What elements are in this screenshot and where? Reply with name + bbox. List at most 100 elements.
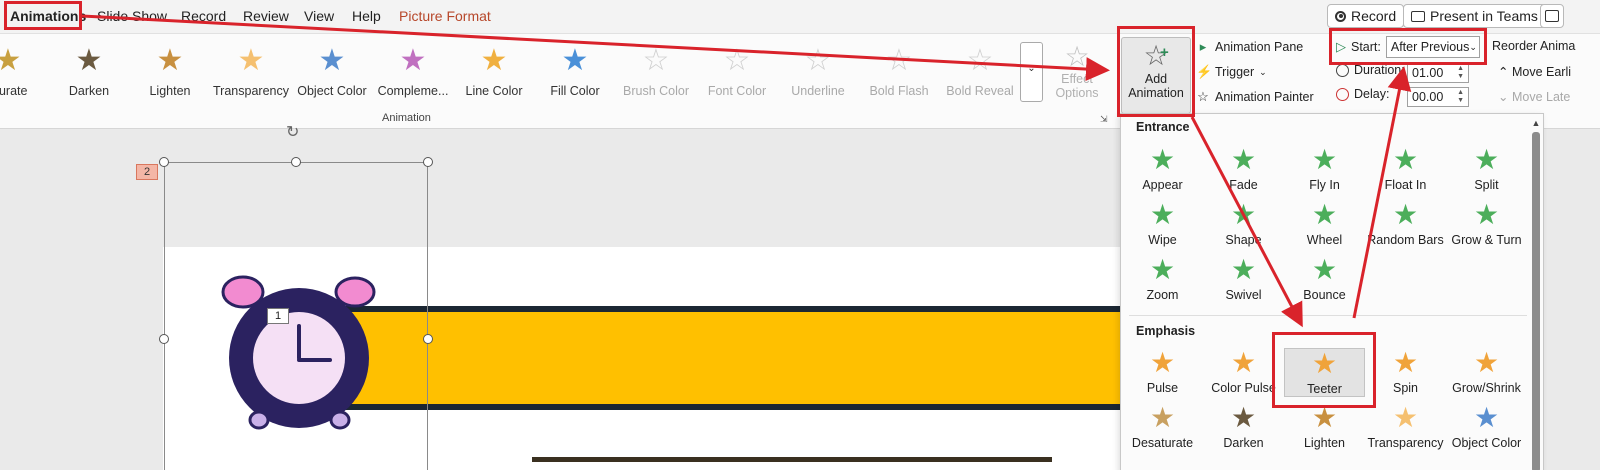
effect-random-bars[interactable]: ★Random Bars: [1365, 200, 1446, 248]
start-row: ▷ Start: After Previous ⌄: [1336, 36, 1480, 58]
rotate-handle-icon[interactable]: ↻: [286, 124, 300, 141]
effect-object-color[interactable]: ★Object Color: [1446, 402, 1527, 451]
effect-label: Random Bars: [1367, 233, 1444, 247]
effect-grow-shrink[interactable]: ★ Grow/Shrink: [1446, 347, 1527, 396]
present-in-teams-button[interactable]: Present in Teams: [1403, 4, 1546, 28]
effect-teeter[interactable]: ★ Teeter: [1284, 348, 1365, 397]
effect-shape[interactable]: ★ Shape: [1203, 199, 1284, 248]
effect-color-pulse[interactable]: ★Color Pulse: [1203, 347, 1284, 396]
star-icon: ★: [1230, 347, 1257, 378]
add-animation-dropdown: ▲ Entrance ★Appear★Fade★Fly In★Float In★…: [1120, 113, 1544, 470]
star-icon: ★: [1473, 402, 1500, 433]
effect-label: Wheel: [1306, 233, 1343, 247]
animation-order-tag[interactable]: 2: [136, 164, 158, 180]
clock-bell-left: [221, 275, 265, 309]
dialog-launcher-icon[interactable]: ⇲: [1100, 114, 1108, 124]
effect-label: Bounce: [1303, 288, 1346, 302]
play-icon: ▷: [1336, 39, 1346, 54]
clock-foot-right: [329, 410, 351, 430]
effect-label: Font Color: [707, 84, 767, 98]
effect-label: Line Color: [465, 84, 523, 98]
scrollbar-thumb[interactable]: [1532, 132, 1540, 470]
move-earlier-button[interactable]: ⌃ Move Earli: [1498, 64, 1571, 79]
delay-spinner[interactable]: ▲▼: [1457, 89, 1464, 104]
effect-options-label-2: Options: [1055, 86, 1099, 100]
resize-handle[interactable]: [159, 157, 169, 167]
effect-grow-turn[interactable]: ★ Grow & Turn: [1446, 199, 1527, 248]
clock-bell-right: [334, 276, 376, 308]
effect-transparency[interactable]: ★Transparency: [1365, 403, 1446, 451]
add-animation-icon: ☆+: [1143, 40, 1169, 71]
effect-wheel[interactable]: ★ Wheel: [1284, 199, 1365, 248]
effect-swivel[interactable]: ★Swivel: [1203, 255, 1284, 303]
teams-icon: [1411, 10, 1425, 22]
effect-label: Teeter: [1307, 382, 1342, 396]
highlight-start-select: [1329, 28, 1487, 65]
effect-label: Lighten: [149, 84, 191, 98]
effect-zoom[interactable]: ★Zoom: [1122, 254, 1203, 303]
star-icon: ★: [1473, 144, 1500, 175]
effect-wipe[interactable]: ★Wipe: [1122, 200, 1203, 248]
start-label: Start:: [1351, 40, 1381, 54]
star-icon: ★: [0, 44, 22, 77]
comments-button[interactable]: [1540, 4, 1564, 28]
star-icon: ★: [1311, 199, 1338, 230]
delay-input[interactable]: 00.00 ▲▼: [1407, 87, 1469, 107]
record-button-label: Record: [1351, 8, 1397, 24]
resize-handle[interactable]: [423, 157, 433, 167]
effect-label: Wipe: [1148, 233, 1177, 247]
resize-handle[interactable]: [159, 334, 169, 344]
yellow-banner-shape[interactable]: [340, 306, 1140, 410]
animation-group-label: Animation: [382, 112, 431, 124]
star-icon: ★: [1311, 348, 1338, 379]
effect-fly-in[interactable]: ★Fly In: [1284, 145, 1365, 193]
effect-desaturate[interactable]: ★Desaturate: [1122, 403, 1203, 451]
chevron-down-icon: ⌄: [1498, 90, 1509, 104]
dropdown-scrollbar[interactable]: ▲: [1531, 118, 1541, 470]
move-earlier-label: Move Earli: [1511, 65, 1572, 79]
effect-appear[interactable]: ★Appear: [1122, 145, 1203, 193]
effect-label: Appear: [1142, 178, 1183, 192]
star-icon: ★: [1230, 144, 1257, 175]
effect-label: Desaturate: [1131, 436, 1194, 450]
chevron-down-icon: ⌄: [1469, 41, 1477, 52]
effect-label: Object Color: [297, 84, 367, 98]
star-icon: ★: [1230, 199, 1257, 230]
effect-float-in[interactable]: ★Float In: [1365, 145, 1446, 193]
tab-animations[interactable]: Animations: [10, 8, 87, 24]
record-button[interactable]: Record: [1327, 4, 1405, 28]
effect-label: Grow/Shrink: [1452, 381, 1521, 395]
animation-order-tag[interactable]: 1: [267, 308, 289, 324]
effect-lighten[interactable]: ★Lighten: [1284, 403, 1365, 451]
trigger-button[interactable]: ⚡ Trigger ⌄: [1196, 64, 1267, 80]
add-animation-button[interactable]: ☆+ Add Animation: [1121, 37, 1191, 114]
effect-aturate[interactable]: ★aturate: [0, 44, 49, 98]
resize-handle[interactable]: [423, 334, 433, 344]
effect-spin[interactable]: ★Spin: [1365, 348, 1446, 396]
star-icon: ★: [1230, 402, 1257, 433]
effect-fade[interactable]: ★Fade: [1203, 144, 1284, 193]
animation-pane-button[interactable]: ▸ Animation Pane: [1196, 39, 1304, 55]
effect-pulse[interactable]: ★Pulse: [1122, 348, 1203, 396]
effect-label: Shape: [1225, 233, 1262, 247]
duration-spinner[interactable]: ▲▼: [1457, 65, 1464, 80]
comment-icon: [1545, 10, 1559, 22]
effect-label: Brush Color: [623, 84, 689, 98]
highlight-add-animation: [1117, 26, 1195, 117]
star-icon: ★: [1473, 347, 1500, 378]
start-select[interactable]: After Previous ⌄: [1385, 36, 1480, 58]
star-icon: ★: [1149, 254, 1176, 285]
effect-label: Grow & Turn: [1451, 233, 1522, 247]
effect-darken[interactable]: ★Darken: [1203, 402, 1284, 451]
resize-handle[interactable]: [291, 157, 301, 167]
chevron-up-icon: ⌃: [1498, 65, 1509, 79]
effect-split[interactable]: ★Split: [1446, 144, 1527, 193]
effect-bounce[interactable]: ★Bounce: [1284, 255, 1365, 303]
move-later-button[interactable]: ⌄ Move Late: [1498, 89, 1570, 104]
effect-label: Fill Color: [550, 84, 600, 98]
star-icon: ★: [1473, 199, 1500, 230]
animation-painter-button[interactable]: ☆ Animation Painter: [1196, 89, 1314, 105]
scroll-up-icon[interactable]: ▲: [1531, 118, 1541, 128]
